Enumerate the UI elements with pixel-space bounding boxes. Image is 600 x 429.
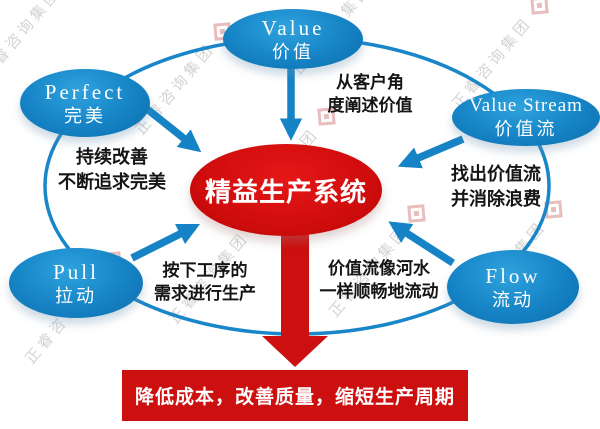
arrow-value-stream-to-center-icon [397,135,465,169]
note-value-stream-line2: 并消除浪费 [451,188,541,209]
node-value: Value 价值 [223,9,363,69]
note-value-line2: 度阐述价值 [327,96,413,116]
node-perfect: Perfect 完美 [20,69,150,137]
note-perfect-line2: 不断追求完美 [58,171,166,192]
result-arrow-down-icon [262,228,328,367]
note-value-stream: 找出价值流 并消除浪费 [426,162,566,212]
center-ellipse: 精益生产系统 [190,144,382,236]
note-pull-line2: 需求进行生产 [154,284,256,304]
note-flow: 价值流像河水 一样顺畅地流动 [312,257,446,304]
note-perfect: 持续改善 不断追求完美 [48,145,176,195]
note-value: 从客户角 度阐述价值 [315,71,425,118]
note-perfect-line1: 持续改善 [76,147,148,167]
node-value-label-en: Value [261,15,325,40]
note-pull-line1: 按下工序的 [162,261,248,280]
node-flow-label-zh: 流动 [492,289,534,310]
node-pull: Pull 拉动 [9,248,143,318]
node-value-stream-label-zh: 价值流 [494,119,558,140]
node-flow-label-en: Flow [485,263,541,288]
node-pull-label-zh: 拉动 [55,285,97,306]
node-perfect-label-zh: 完美 [64,105,106,126]
center-title: 精益生产系统 [204,176,367,207]
node-value-stream: Value Stream 价值流 [452,89,600,146]
node-value-stream-label-en: Value Stream [469,95,583,117]
note-flow-line2: 一样顺畅地流动 [319,282,439,302]
node-pull-label-en: Pull [53,259,99,284]
note-flow-line1: 价值流像河水 [328,259,430,278]
node-perfect-label-en: Perfect [44,79,126,104]
note-pull: 按下工序的 需求进行生产 [145,259,265,306]
result-banner: 降低成本，改善质量，缩短生产周期 [122,370,468,421]
node-flow: Flow 流动 [447,250,579,324]
result-banner-text: 降低成本，改善质量，缩短生产周期 [134,387,455,408]
arrow-pull-to-center-icon [130,223,201,262]
node-value-label-zh: 价值 [272,41,314,62]
arrow-flow-to-center-icon [388,221,456,267]
note-value-stream-line1: 找出价值流 [451,164,541,184]
note-value-line1: 从客户角 [336,73,404,92]
